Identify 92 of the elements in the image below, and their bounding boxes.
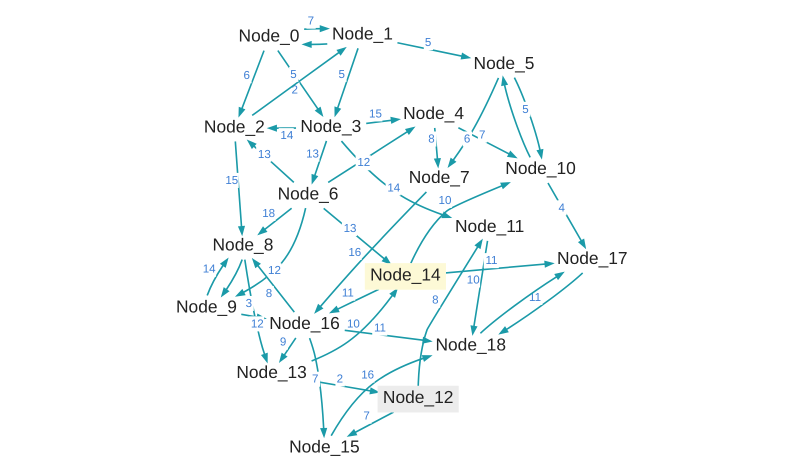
edge-label: 10 — [438, 194, 451, 206]
edge-label: 7 — [362, 410, 370, 422]
arrow — [310, 287, 398, 362]
node-text: Node_7 — [408, 166, 470, 187]
arrow — [328, 288, 379, 313]
node-text: Node_15 — [288, 436, 360, 456]
arrow — [251, 257, 294, 312]
edge-label: 14 — [202, 263, 216, 276]
node-text: Node_3 — [300, 116, 361, 136]
node-text: Node_4 — [402, 102, 464, 123]
node-box: Node_12 — [377, 385, 458, 412]
edge-label: 11 — [373, 322, 386, 334]
arrow — [366, 116, 400, 124]
edge-label: 16 — [348, 246, 361, 258]
arrow — [304, 24, 330, 32]
edge-label: 9 — [279, 336, 286, 348]
arrow — [234, 140, 245, 236]
node-text: Node_9 — [176, 296, 236, 316]
edge-label: 12 — [356, 156, 370, 169]
node-text: Node_17 — [556, 247, 628, 268]
node-text: Node_2 — [203, 116, 264, 136]
edge-label: 5 — [338, 68, 344, 80]
arrow — [344, 328, 432, 344]
node-text: Node_18 — [434, 334, 506, 354]
edge-label: 8 — [265, 288, 272, 300]
node-text: Node_5 — [473, 52, 534, 72]
edge-label: 2 — [291, 84, 298, 96]
edge-label: 6 — [242, 70, 250, 82]
edge-label: 12 — [250, 318, 264, 330]
edge-label: 15 — [368, 108, 382, 120]
edge-label: 3 — [245, 297, 252, 310]
node-text: Node_11 — [454, 215, 524, 236]
arrow — [470, 240, 488, 336]
arrow — [246, 139, 294, 182]
arrow — [238, 50, 264, 118]
edge-label: 8 — [428, 133, 434, 146]
arrow — [513, 76, 543, 160]
edge-label: 2 — [336, 372, 343, 385]
arrow — [327, 126, 416, 183]
arrow — [206, 256, 228, 296]
node-text: Node_16 — [268, 312, 340, 333]
arrow — [311, 140, 327, 184]
edge-label: 16 — [360, 369, 374, 382]
edge-label: 4 — [558, 202, 564, 214]
arrow — [498, 272, 583, 334]
edge-label: 5 — [290, 68, 296, 80]
edge-label: 7 — [478, 129, 485, 142]
node-text: Node_6 — [277, 182, 338, 203]
arrow — [410, 182, 510, 264]
edge-label: 11 — [341, 287, 354, 300]
edge-label: 5 — [424, 36, 431, 49]
arrow — [447, 77, 499, 168]
edge-label: 14 — [280, 130, 293, 142]
arrow — [234, 207, 306, 296]
arrow — [479, 271, 564, 334]
arrow — [416, 238, 482, 386]
arrow — [546, 182, 586, 249]
node-box: Node_14 — [364, 262, 446, 290]
node-text: Node_1 — [331, 23, 392, 44]
edge-label: 13 — [306, 148, 319, 160]
edge-label: 18 — [262, 207, 275, 220]
arrow — [330, 354, 432, 436]
arrow — [346, 410, 394, 436]
edge-label: 8 — [432, 294, 438, 306]
node-text: Node_13 — [236, 361, 306, 382]
edge-label: 15 — [224, 174, 238, 186]
node-text: Node_8 — [212, 234, 273, 254]
edge-label: 7 — [307, 15, 314, 28]
edge-label: 13 — [257, 148, 270, 160]
arrow — [278, 337, 296, 363]
arrow — [300, 40, 327, 48]
arrow — [433, 127, 440, 168]
edge-label: 11 — [484, 254, 497, 267]
node-text: Node_0 — [238, 25, 299, 46]
arrow — [444, 260, 554, 274]
edge-label: 10 — [346, 318, 360, 330]
edge-label: 10 — [466, 274, 480, 286]
arrow — [276, 50, 323, 117]
edge-label: 7 — [312, 373, 318, 386]
edge-label: 5 — [522, 103, 528, 116]
edge-label: 13 — [343, 222, 356, 234]
arrow — [220, 258, 242, 298]
node-text: Node_10 — [504, 158, 576, 178]
edge-label: 14 — [386, 182, 400, 194]
arrow — [396, 41, 471, 59]
arrow — [266, 124, 296, 132]
arrow — [256, 207, 292, 235]
edge-label: 12 — [268, 264, 280, 277]
arrow — [334, 48, 358, 117]
arrow — [314, 190, 426, 314]
arrow — [322, 207, 392, 264]
edge-label: 6 — [463, 132, 470, 145]
